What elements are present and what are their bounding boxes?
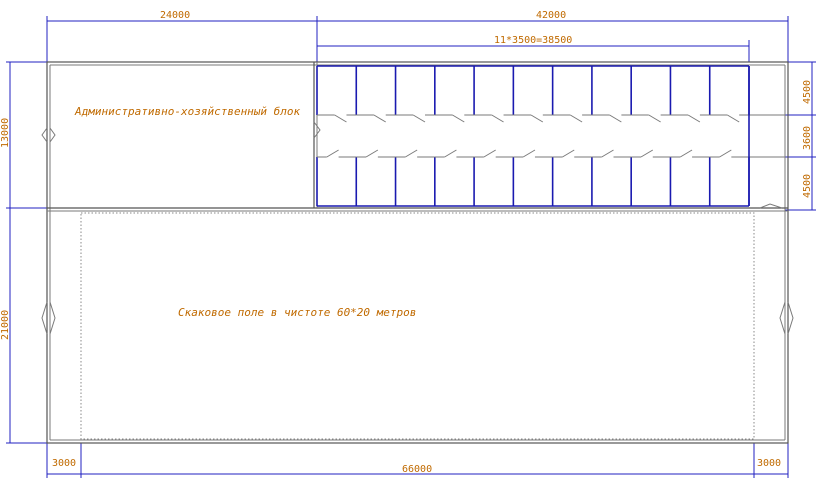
stall-door-top: [687, 114, 701, 123]
stall-door-bottom: [719, 149, 732, 158]
stall-door-top: [570, 114, 583, 123]
dim-stalls-span: 11*3500=38500: [494, 35, 572, 46]
stall-door-top: [412, 114, 426, 123]
stall-door-top: [491, 114, 504, 123]
jump-field-label: Скаковое поле в чистоте 60*20 метров: [178, 306, 416, 319]
dim-admin-width: 24000: [160, 10, 190, 21]
stall-door-bottom: [522, 149, 536, 158]
stall-door-top: [727, 114, 740, 123]
stall-door-bottom: [365, 149, 379, 158]
dim-offset-right: 3000: [757, 458, 781, 469]
dim-stall-depth-top: 4500: [802, 80, 813, 104]
dim-offset-left: 3000: [52, 458, 76, 469]
stall-door-top: [609, 114, 622, 123]
stalls-group: [316, 65, 785, 207]
stall-door-bottom: [640, 149, 654, 158]
stall-door-bottom: [483, 149, 496, 158]
dimension-lines: [6, 16, 816, 478]
stall-door-top: [452, 114, 465, 123]
dim-stall-depth-bottom: 4500: [802, 174, 813, 198]
dim-stables-width: 42000: [536, 10, 566, 21]
stall-door-top: [648, 114, 661, 123]
stall-door-bottom: [405, 149, 418, 158]
stall-door-bottom: [601, 149, 614, 158]
stall-door-bottom: [444, 149, 457, 158]
stall-door-bottom: [680, 149, 693, 158]
dim-height-top: 13000: [0, 118, 11, 148]
stall-door-bottom: [326, 149, 339, 158]
dim-total-width: 66000: [402, 464, 432, 475]
stall-door-top: [530, 114, 544, 123]
stall-door-top: [373, 114, 386, 123]
building-walls: [41, 61, 794, 444]
stall-door-top: [334, 114, 347, 123]
dim-corridor: 3600: [802, 126, 813, 150]
stall-door-bottom: [562, 149, 575, 158]
dim-height-bottom: 21000: [0, 310, 11, 340]
admin-block-label: Административно-хозяйственный блок: [74, 105, 301, 118]
jump-field-boundary: [80, 212, 755, 440]
